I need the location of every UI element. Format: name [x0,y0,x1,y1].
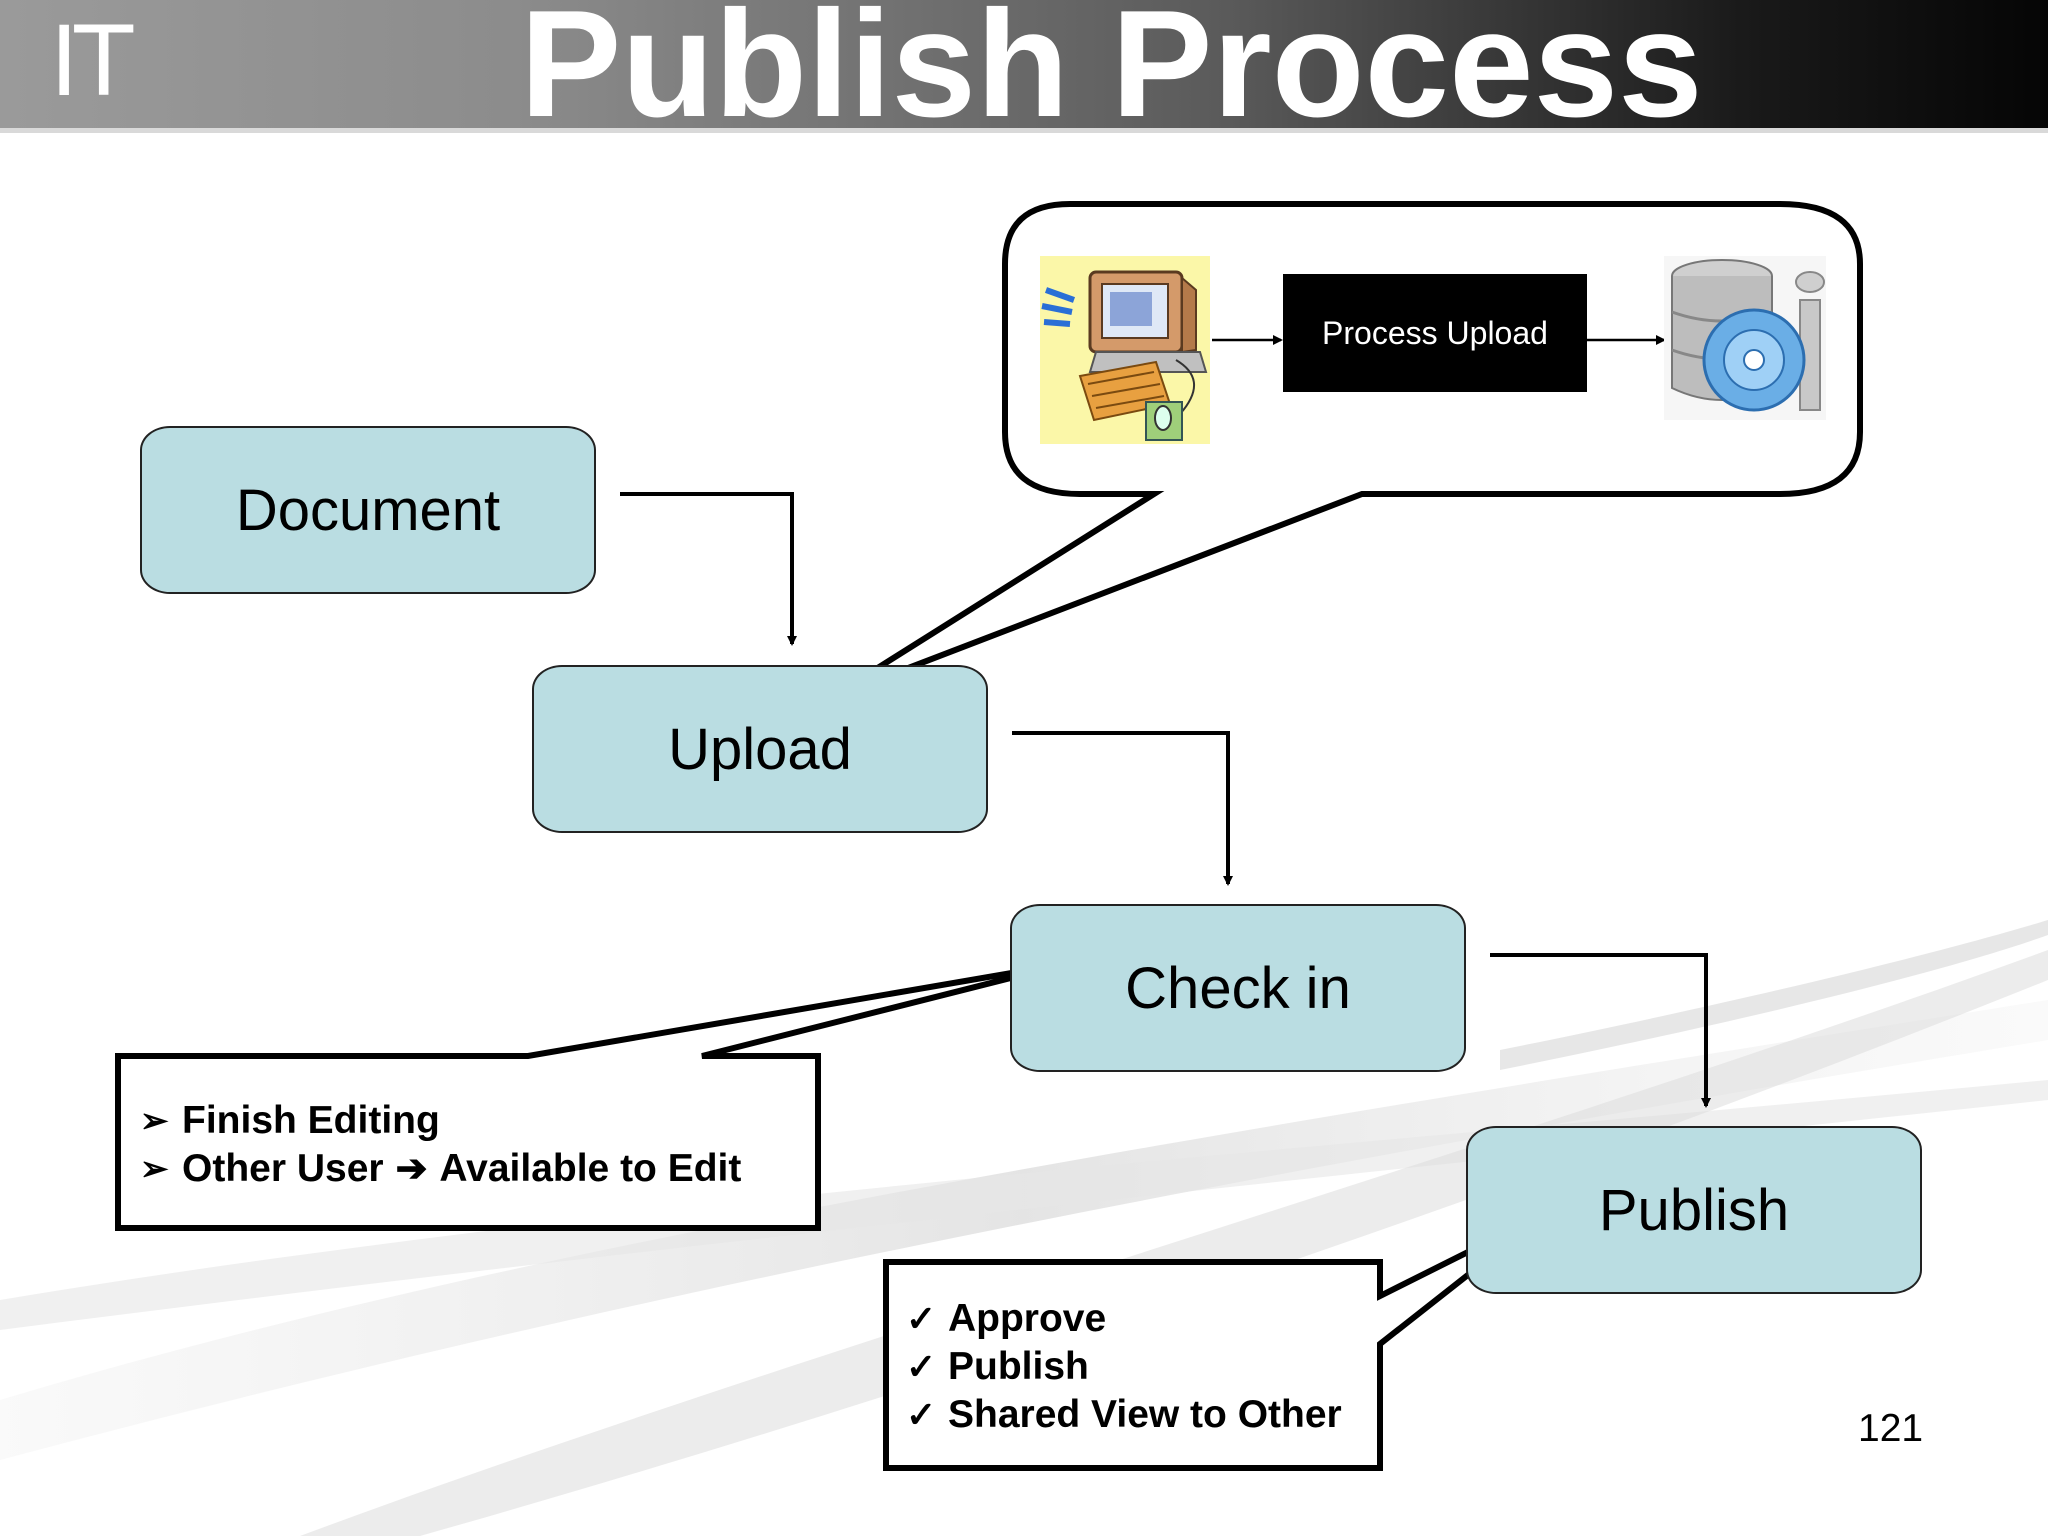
title-underline [0,128,2048,133]
node-publish: Publish [1466,1126,1922,1294]
arrow-document-to-upload [620,492,797,646]
list-item-text: Publish [948,1345,1089,1388]
arrow-upload-to-checkin [1012,731,1233,886]
list-item: ✓ Approve [906,1295,1342,1343]
database-disc-icon [1664,256,1826,420]
title-bar [0,0,2048,128]
publish-callout-list: ✓ Approve ✓ Publish ✓ Shared View to Oth… [906,1295,1342,1439]
publish-callout-bubble [883,1209,1550,1471]
list-item: ➢ Other User ➔ Available to Edit [140,1145,741,1193]
page-title: Publish Process [520,0,1703,149]
checkmark-icon: ✓ [906,1346,937,1387]
arrowhead-bullet-icon: ➢ [140,1150,169,1188]
node-upload: Upload [532,665,988,833]
checkin-callout-bubble [115,960,1071,1231]
page-number: 121 [1858,1407,1924,1450]
node-document: Document [140,426,596,594]
checkmark-icon: ✓ [906,1298,937,1339]
process-upload-box: Process Upload [1283,274,1587,392]
right-arrow-icon: ➔ [395,1148,428,1190]
logo: IT [50,6,133,118]
list-item-text: Shared View to Other [948,1393,1342,1436]
list-item: ✓ Shared View to Other [906,1391,1342,1439]
checkin-callout-list: ➢ Finish Editing ➢ Other User ➔ Availabl… [140,1097,741,1193]
list-item-text: Finish Editing [182,1099,440,1142]
list-item-text: Other User [182,1147,384,1190]
arrow-checkin-to-publish [1490,953,1711,1108]
list-item: ✓ Publish [906,1343,1342,1391]
list-item-text: Available to Edit [439,1147,742,1190]
arrowhead-bullet-icon: ➢ [140,1102,169,1140]
list-item: ➢ Finish Editing [140,1097,741,1145]
checkmark-icon: ✓ [906,1394,937,1435]
node-checkin: Check in [1010,904,1466,1072]
computer-icon [1040,256,1210,444]
list-item-text: Approve [948,1297,1107,1340]
